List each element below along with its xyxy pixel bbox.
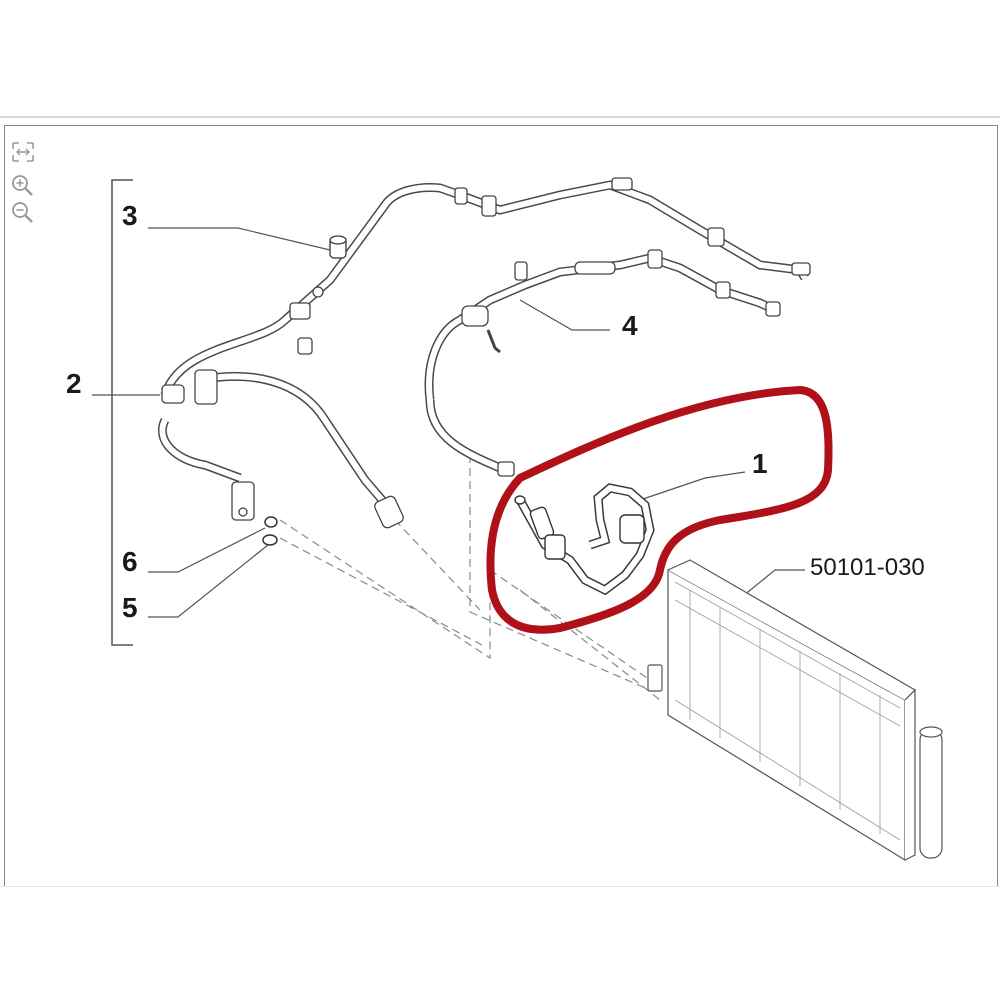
callout-4: 4 (622, 310, 638, 341)
callout-2: 2 (66, 368, 82, 399)
leader-4 (519, 299, 610, 331)
group-bracket (111, 179, 133, 646)
condenser (647, 559, 943, 862)
o-ring-6 (264, 516, 278, 528)
zoom-in-icon[interactable] (10, 173, 36, 197)
diagram-viewer-frame (4, 125, 998, 887)
callout-1: 1 (752, 448, 768, 479)
leader-1 (639, 471, 746, 501)
zoom-out-icon[interactable] (10, 200, 36, 224)
part-number-label: 50101-030 (810, 554, 925, 581)
highlight-loop (486, 386, 833, 634)
leader-6 (148, 527, 266, 573)
bottom-divider (0, 886, 1000, 887)
o-ring-5 (262, 534, 278, 546)
fit-screen-icon[interactable] (10, 140, 36, 164)
top-divider (0, 116, 1000, 118)
leader-3 (148, 227, 331, 251)
callout-6: 6 (122, 546, 138, 577)
part-1-pipe (514, 483, 655, 596)
callout-3: 3 (122, 200, 138, 231)
leader-5 (148, 544, 269, 618)
leader-partno (737, 569, 805, 601)
callout-5: 5 (122, 592, 138, 623)
